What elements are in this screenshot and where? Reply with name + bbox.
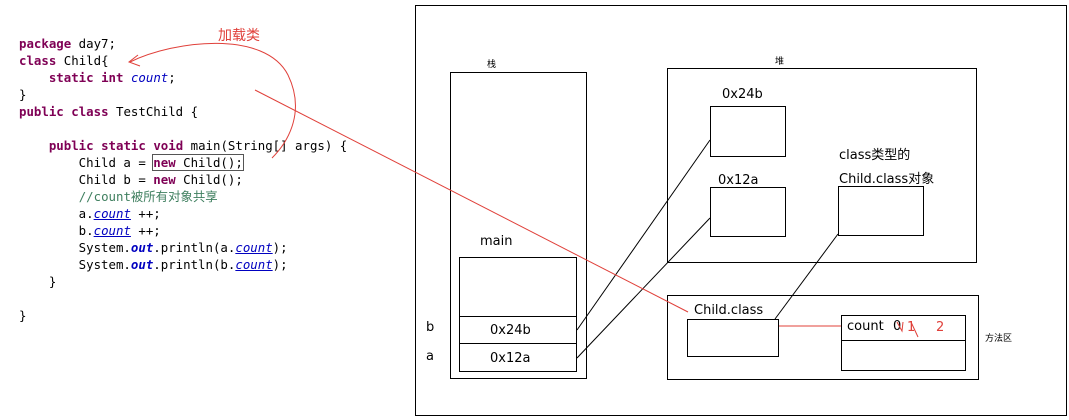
stack-title: 栈 [487, 60, 497, 70]
class-object-box [838, 186, 924, 236]
code-text: ; [168, 70, 176, 85]
code-line: package day7; [19, 35, 347, 52]
memory-frame [415, 5, 1067, 416]
load-class-arrowhead [127, 54, 141, 67]
count-value-2: 2 [936, 320, 945, 335]
code-text: .println(b. [153, 257, 236, 272]
code-text: } [19, 308, 27, 323]
code-line: System.out.println(b.count); [19, 256, 347, 273]
code-keyword: class [71, 104, 109, 119]
count-value-0: 0 [893, 319, 902, 334]
code-keyword: package [19, 36, 72, 51]
code-text: TestChild { [108, 104, 199, 119]
code-text: Child a = [19, 155, 154, 170]
heap-area [667, 68, 977, 263]
count-strike-mark-1 [896, 321, 904, 333]
count-value-1: 1 [907, 320, 916, 335]
code-keyword: public [19, 104, 64, 119]
class-load-red-line [254, 89, 689, 313]
code-text: Child(); [175, 172, 243, 187]
code-field: count [93, 206, 131, 221]
code-line: static int count; [19, 69, 347, 86]
code-text: ); [272, 257, 288, 272]
stack-area [450, 72, 587, 379]
code-text: } [19, 87, 27, 102]
code-keyword: int [101, 70, 124, 85]
code-line: class Child{ [19, 52, 347, 69]
code-block: package day7; class Child{ static int co… [19, 35, 347, 324]
ref-a-to-object-2-line [576, 217, 711, 359]
code-static-field: out [130, 240, 154, 255]
code-line: public class TestChild { [19, 103, 347, 120]
class-object-label-line1: class类型的 [839, 148, 911, 163]
code-text: Child{ [56, 53, 109, 68]
count-strike-mark-2 [910, 321, 919, 338]
heap-object-1-address: 0x24b [722, 87, 763, 102]
code-text: day7; [71, 36, 116, 51]
class-object-label-line2: Child.class对象 [839, 172, 935, 187]
code-line: Child a = new Child(); [19, 154, 347, 171]
code-line: Child b = new Child(); [19, 171, 347, 188]
code-field: count [235, 240, 273, 255]
code-text: ++; [130, 223, 161, 238]
code-keyword: new [153, 172, 176, 187]
code-field: count [130, 70, 169, 85]
load-class-curve [129, 42, 296, 159]
method-area-title: 方法区 [985, 334, 1013, 344]
stack-slot-b [459, 316, 577, 344]
highlight-new-child: new Child(); [152, 154, 244, 171]
count-field-label: count [847, 319, 884, 334]
code-text: ); [272, 240, 288, 255]
code-text: Child(); [175, 155, 243, 170]
heap-title: 堆 [775, 57, 785, 67]
child-class-label: Child.class [694, 303, 764, 318]
code-line: a.count ++; [19, 205, 347, 222]
code-keyword: public [48, 138, 94, 153]
code-field: count [93, 223, 131, 238]
code-text: Child b = [19, 172, 154, 187]
static-fields-box [841, 315, 966, 371]
code-line: b.count ++; [19, 222, 347, 239]
static-fields-divider [841, 340, 966, 341]
code-line: } [19, 273, 347, 290]
code-keyword: class [19, 53, 57, 68]
code-field: count [235, 257, 273, 272]
main-frame-label: main [480, 234, 513, 249]
code-text: } [19, 274, 57, 289]
code-static-field: out [130, 257, 154, 272]
code-text: System. [19, 240, 131, 255]
main-stack-frame [459, 257, 577, 372]
code-line: //count被所有对象共享 [19, 188, 347, 205]
code-text: System. [19, 257, 131, 272]
code-text: ++; [130, 206, 161, 221]
code-line: } [19, 86, 347, 103]
code-text: a. [19, 206, 94, 221]
method-area [667, 295, 979, 380]
code-keyword: void [153, 138, 184, 153]
code-keyword: new [153, 155, 176, 170]
class-to-class-object-line [774, 233, 839, 320]
code-text: main(String[] args) { [183, 138, 348, 153]
ref-b-to-object-1-line [576, 139, 711, 331]
heap-object-2-address: 0x12a [718, 173, 759, 188]
code-comment: //count被所有对象共享 [78, 189, 218, 204]
stack-ref-b: 0x24b [490, 323, 531, 338]
code-keyword: static [101, 138, 146, 153]
heap-object-1 [710, 106, 786, 157]
code-line: } [19, 307, 347, 324]
code-text: b. [19, 223, 94, 238]
code-line: public static void main(String[] args) { [19, 137, 347, 154]
code-text: .println(a. [153, 240, 236, 255]
load-class-annotation: 加载类 [218, 28, 260, 44]
code-keyword: static [48, 70, 94, 85]
variable-b-label: b [426, 320, 435, 335]
heap-object-2 [710, 187, 786, 237]
code-line: System.out.println(a.count); [19, 239, 347, 256]
stack-ref-a: 0x12a [490, 351, 531, 366]
variable-a-label: a [426, 349, 434, 364]
child-class-box [687, 319, 779, 357]
